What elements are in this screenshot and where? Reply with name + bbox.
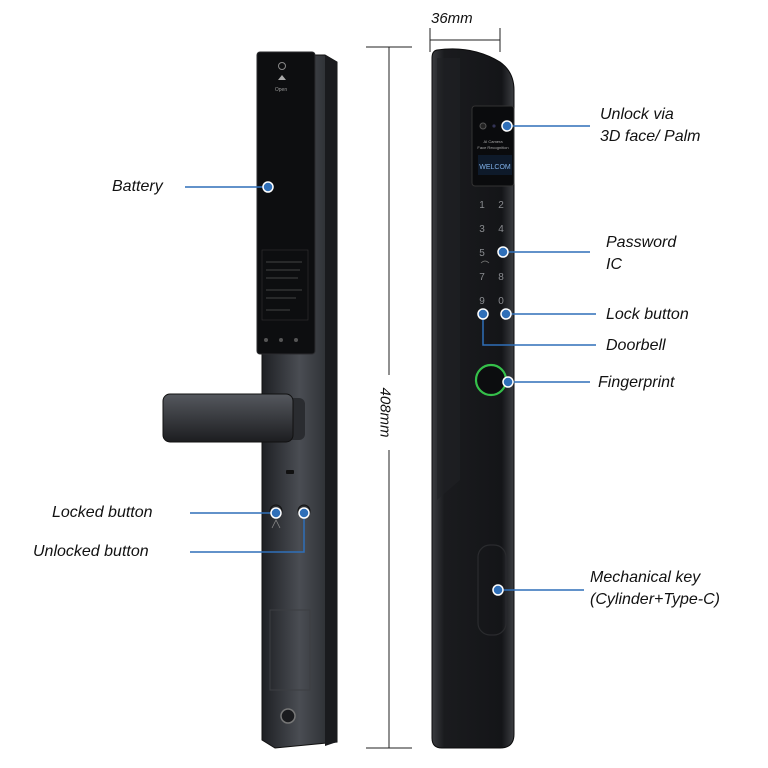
front-panel: AI Camera Face Recognition WELCOM 123456… — [431, 48, 515, 749]
callout-dot-battery — [262, 181, 274, 193]
fingerprint-sensor[interactable] — [474, 363, 508, 397]
callout-dot-face — [501, 120, 513, 132]
screw — [264, 338, 268, 342]
password-label-line-2: IC — [606, 256, 622, 273]
battery-cover-lower — [269, 609, 311, 691]
screen-line-1: AI Camera — [483, 139, 503, 144]
camera-lens-icon — [479, 122, 487, 130]
locked-symbol-icon — [271, 519, 281, 529]
keypad-key-5[interactable]: 5 — [479, 248, 485, 259]
nfc-icon — [480, 260, 490, 264]
key-port-icon — [280, 708, 296, 724]
callout-dot-password — [497, 246, 509, 258]
eject-icon — [278, 62, 286, 80]
unlocked-button-label: Unlocked button — [33, 543, 149, 560]
back-panel: Open — [162, 51, 338, 749]
keypad-key-0[interactable]: 0 — [498, 296, 504, 307]
keypad-key-9[interactable]: 9 — [479, 296, 485, 307]
screw — [294, 338, 298, 342]
keypad-key-4[interactable]: 4 — [498, 224, 504, 235]
warning-sticker — [261, 249, 309, 321]
callout-dot-lock-button — [500, 308, 512, 320]
battery-label: Battery — [112, 178, 163, 195]
open-label: Open — [275, 87, 287, 93]
keypad-key-3[interactable]: 3 — [479, 224, 485, 235]
callout-dot-locked — [270, 507, 282, 519]
height-dimension-label: 408mm — [376, 387, 394, 438]
callout-dots — [262, 120, 514, 596]
doorbell-label: Doorbell — [606, 337, 666, 354]
screen-message-box — [478, 155, 512, 175]
keypad-key-1[interactable]: 1 — [479, 200, 485, 211]
sensor-slot — [286, 470, 294, 474]
camera-sensor-icon — [492, 124, 496, 128]
keypad-key-2[interactable]: 2 — [498, 200, 504, 211]
mechanical-key-label-line-2: (Cylinder+Type-C) — [590, 591, 720, 608]
password-label-line-1: Password — [606, 234, 677, 251]
callout-line-doorbell — [482, 314, 596, 346]
mechanical-key-label-line-1: Mechanical key — [590, 569, 701, 586]
face-label-line-2: 3D face/ Palm — [600, 128, 701, 145]
keypad-key-7[interactable]: 7 — [479, 272, 485, 283]
height-dimension — [366, 46, 412, 749]
width-dimension-label: 36mm — [431, 10, 473, 27]
screen-line-2: Face Recognition — [477, 145, 508, 150]
locked-button-label: Locked button — [52, 504, 153, 521]
keypad-key-8[interactable]: 8 — [498, 272, 504, 283]
width-dimension — [429, 28, 501, 52]
fingerprint-label: Fingerprint — [598, 374, 675, 391]
face-label-line-1: Unlock via — [600, 106, 674, 123]
callout-line-unlocked — [190, 513, 305, 553]
callout-dot-doorbell — [477, 308, 489, 320]
screen-message: WELCOM — [479, 164, 511, 171]
callouts — [185, 125, 596, 591]
callout-dot-fingerprint — [502, 376, 514, 388]
callout-dot-mechanical-key — [492, 584, 504, 596]
lock-button-label: Lock button — [606, 306, 689, 323]
callout-dot-unlocked — [298, 507, 310, 519]
door-handle — [162, 393, 305, 443]
screw — [279, 338, 283, 342]
